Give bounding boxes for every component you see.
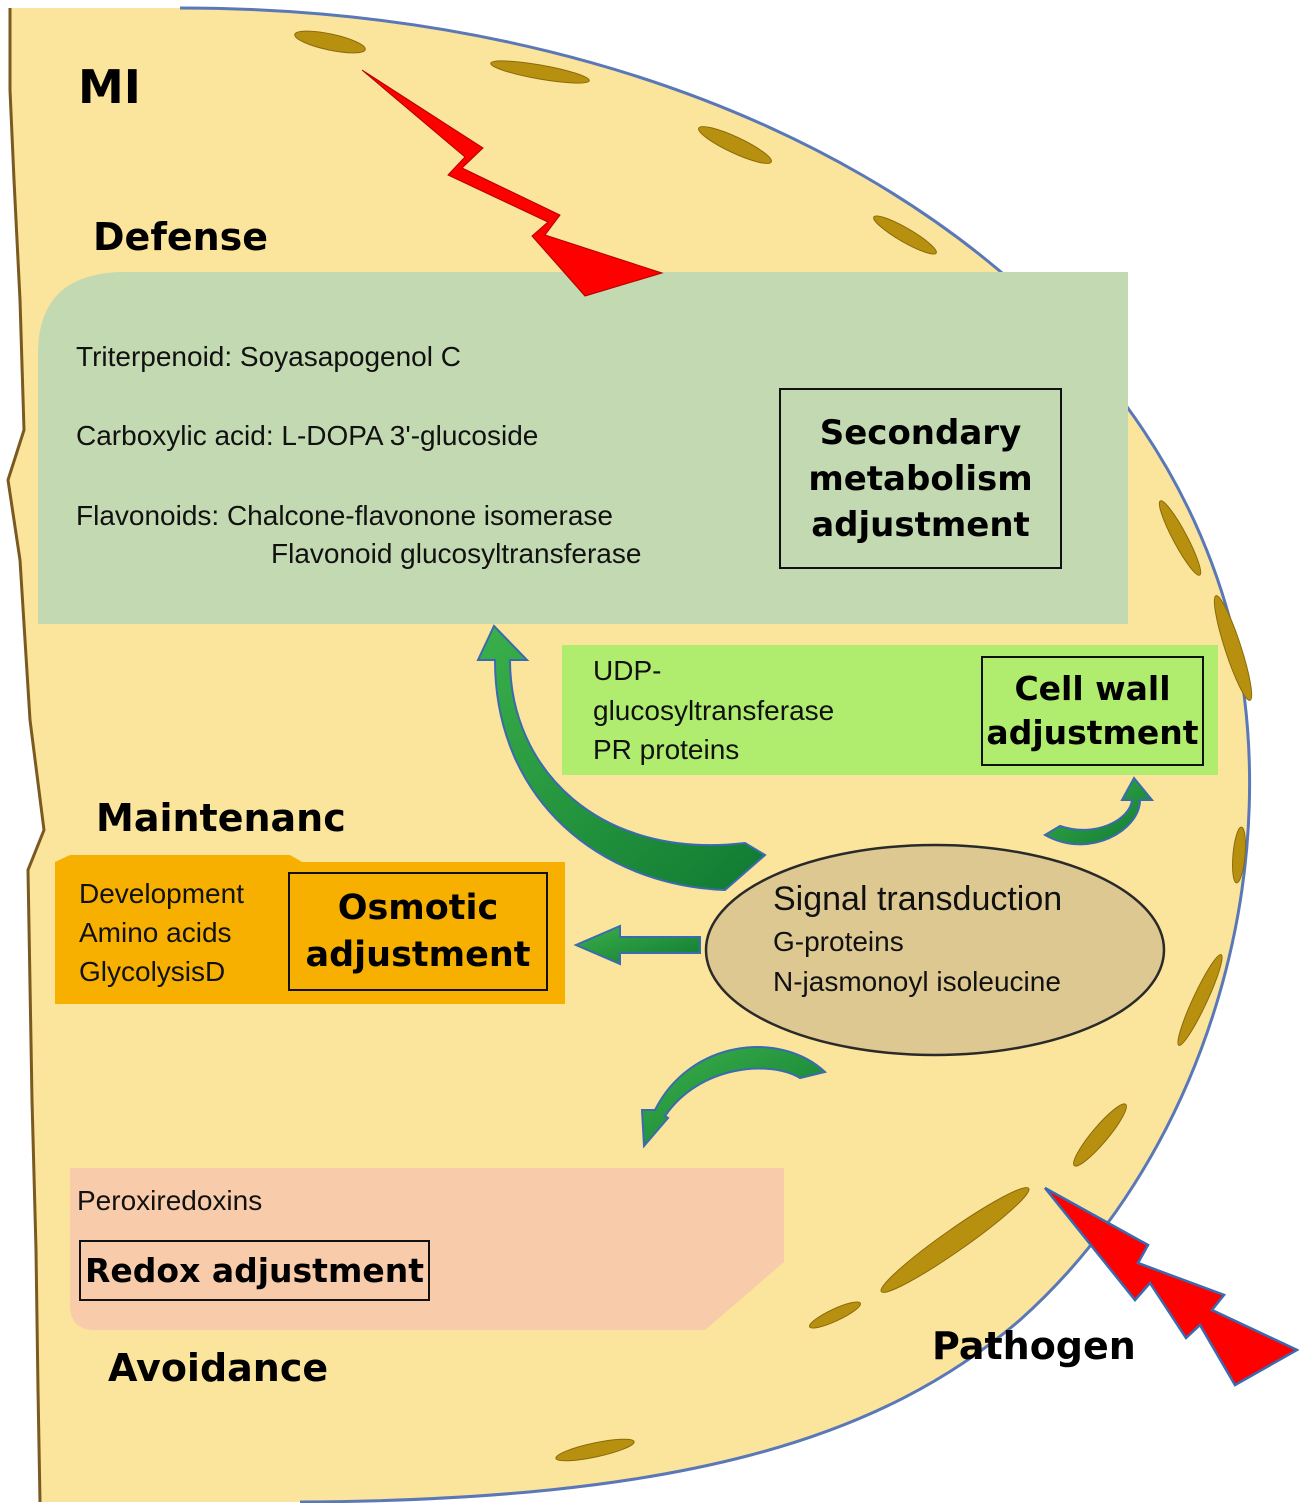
secondary-metabolism-label-2: metabolism	[808, 458, 1033, 499]
osmotic-panel	[55, 855, 565, 1004]
osmotic-label-2: adjustment	[305, 934, 531, 975]
osmotic-label-1: Osmotic	[337, 887, 499, 928]
pathogen-label: Pathogen	[932, 1324, 1136, 1368]
secondary-metabolism-box: Secondary metabolism adjustment	[779, 388, 1062, 569]
green-arrows	[476, 624, 1155, 1149]
development-text: Development	[79, 878, 244, 909]
title-mi: MI	[78, 60, 141, 114]
arrow-to-secondary-metabolism	[476, 624, 767, 892]
signal-transduction-title: Signal transduction	[773, 880, 1063, 918]
redox-panel	[70, 1168, 784, 1330]
cell-membrane	[179, 6, 1252, 1503]
signal-ellipse	[704, 843, 1166, 1057]
flavonoid-glucosyltransferase-text: Flavonoid glucosyltransferase	[271, 538, 642, 569]
arrow-to-cell-wall	[1042, 776, 1155, 846]
triterpenoid-text: Triterpenoid: Soyasapogenol C	[76, 341, 461, 372]
arrow-to-osmotic	[573, 924, 701, 966]
g-proteins-text: G-proteins	[773, 926, 904, 957]
peroxiredoxins-text: Peroxiredoxins	[77, 1185, 263, 1216]
carboxylic-acid-text: Carboxylic acid: L-DOPA 3'-glucoside	[76, 420, 539, 451]
arrow-to-redox	[640, 1046, 828, 1149]
secondary-metabolism-label-1: Secondary	[819, 412, 1022, 453]
lightning-bolt-bottom-icon	[1044, 1186, 1299, 1387]
n-jasmonoyl-isoleucine-text: N-jasmonoyl isoleucine	[773, 966, 1061, 997]
lightning-bolt-top-icon	[361, 69, 664, 297]
glucosyltransferase-text: glucosyltransferase	[593, 695, 835, 726]
secondary-metabolism-panel	[38, 272, 1128, 624]
cell-wall-panel	[562, 645, 1218, 775]
section-maintenance: Maintenanc	[96, 796, 346, 840]
pr-proteins-text: PR proteins	[593, 734, 740, 765]
section-defense: Defense	[93, 215, 269, 259]
redox-box: Redox adjustment	[79, 1240, 430, 1301]
udp-text: UDP-	[593, 655, 662, 686]
section-avoidance: Avoidance	[108, 1346, 329, 1390]
secondary-metabolism-label-3: adjustment	[811, 504, 1030, 545]
cell-wall-label-2: adjustment	[986, 713, 1199, 752]
osmotic-box: Osmotic adjustment	[288, 872, 548, 991]
cell-left-edge	[6, 8, 46, 1503]
glycolysis-text: GlycolysisD	[79, 956, 226, 987]
redox-label: Redox adjustment	[84, 1251, 424, 1290]
flavonoids-text: Flavonoids: Chalcone-flavonone isomerase	[76, 500, 613, 531]
cell-wall-label-1: Cell wall	[1014, 669, 1171, 708]
amino-acids-text: Amino acids	[79, 917, 232, 948]
cell-wall-box: Cell wall adjustment	[981, 656, 1204, 766]
